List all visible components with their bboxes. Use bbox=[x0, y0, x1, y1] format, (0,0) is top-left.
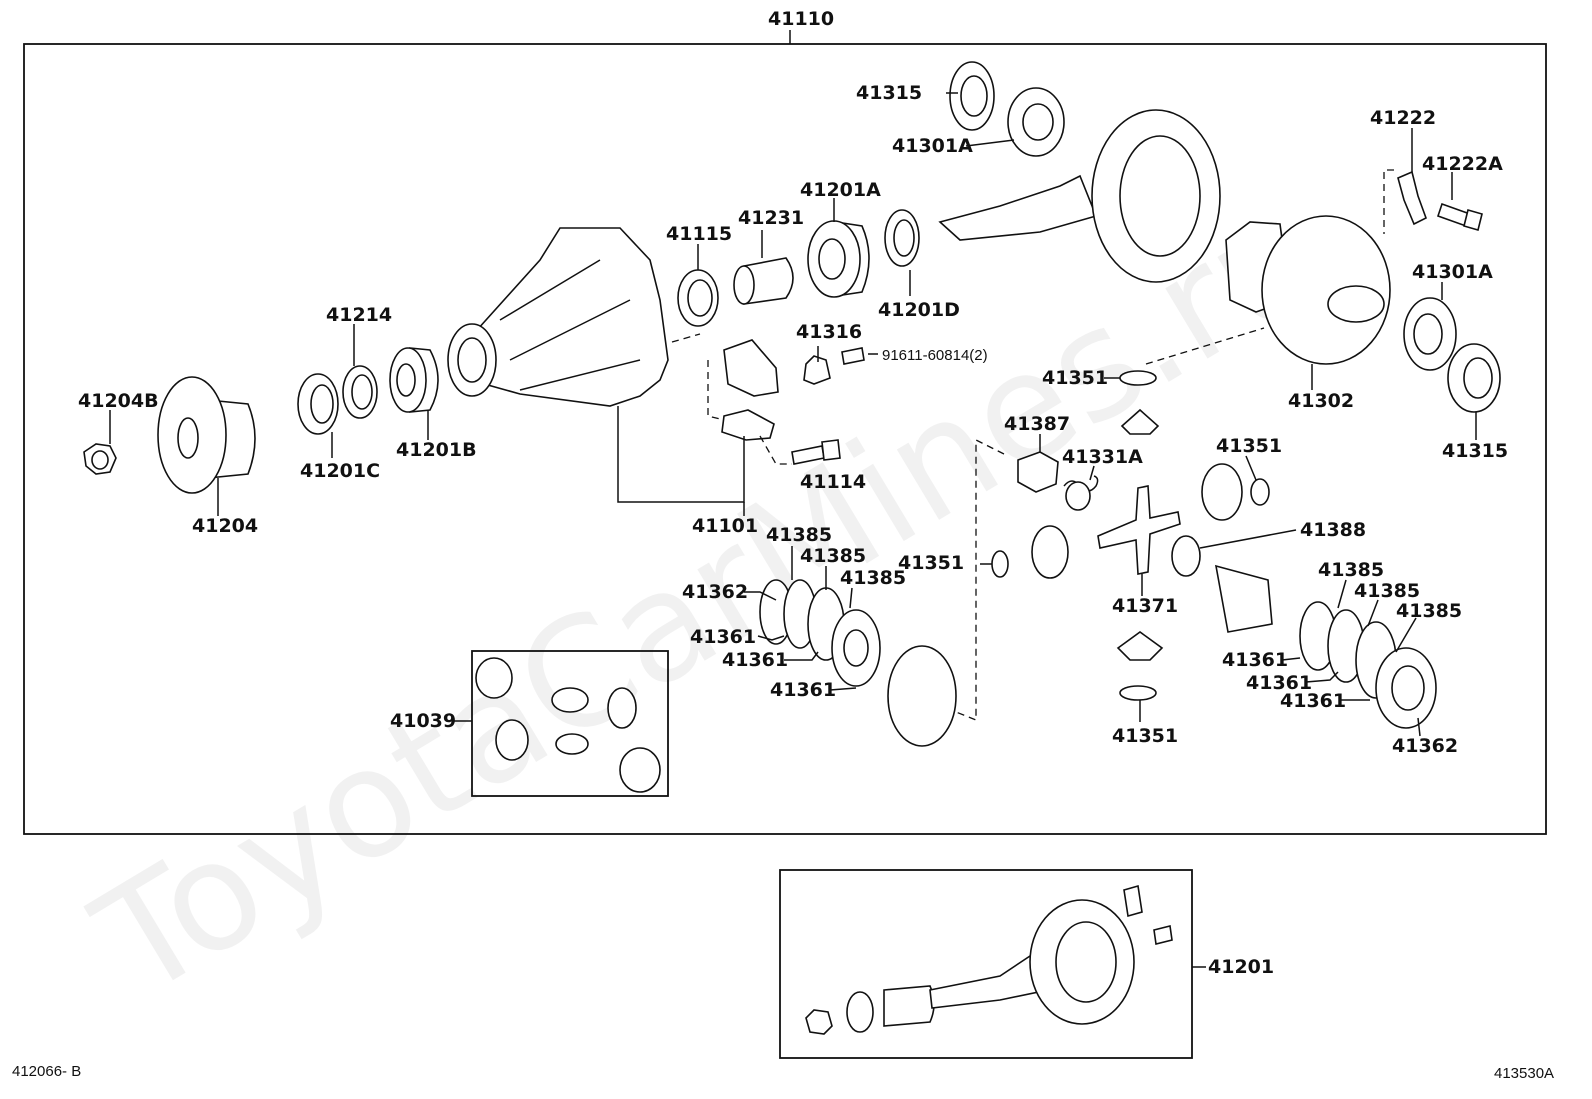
kit-gears-part bbox=[475, 657, 661, 793]
part-label[interactable]: 41385 bbox=[800, 545, 866, 567]
part-label[interactable]: 41385 bbox=[840, 567, 906, 589]
gear-set-drawing-part bbox=[805, 884, 1173, 1035]
part-label[interactable]: 41388 bbox=[1300, 519, 1366, 541]
spring-41331a-part bbox=[1063, 475, 1099, 511]
bearing-41315-right-part bbox=[1447, 343, 1501, 413]
part-label[interactable]: 41351 bbox=[1042, 367, 1108, 389]
corner-code-left: 412066- B bbox=[12, 1063, 81, 1080]
part-label[interactable]: 41361 bbox=[770, 679, 836, 701]
part-label[interactable]: 41301A bbox=[892, 135, 973, 157]
part-label[interactable]: 41301A bbox=[1412, 261, 1493, 283]
part-label[interactable]: 41302 bbox=[1288, 390, 1354, 412]
part-label[interactable]: 41361 bbox=[1246, 672, 1312, 694]
part-label[interactable]: 41385 bbox=[766, 524, 832, 546]
part-label[interactable]: 41351 bbox=[898, 552, 964, 574]
spacer-41231-part bbox=[733, 257, 794, 305]
part-label[interactable]: 41204 bbox=[192, 515, 258, 537]
part-label[interactable]: 41315 bbox=[856, 82, 922, 104]
part-label[interactable]: 41214 bbox=[326, 304, 392, 326]
part-label[interactable]: 41115 bbox=[666, 223, 732, 245]
leader-lines bbox=[109, 92, 1477, 737]
part-label[interactable]: 41361 bbox=[1222, 649, 1288, 671]
gear-set-frame bbox=[779, 869, 1193, 1059]
assembly-frame bbox=[23, 43, 1547, 835]
part-label[interactable]: 41362 bbox=[682, 581, 748, 603]
bearing-41315-top-part bbox=[949, 61, 995, 131]
bearing-41201b-part bbox=[389, 347, 439, 413]
pinion-shaft-41371-part bbox=[1031, 463, 1273, 633]
carrier-housing-41101-part bbox=[447, 227, 669, 407]
kit-label[interactable]: 41039 bbox=[390, 710, 456, 732]
washer-41351-parts bbox=[991, 370, 1270, 701]
plate-41387-part bbox=[1017, 451, 1059, 493]
corner-code-right: 413530A bbox=[1494, 1065, 1554, 1082]
bearing-41201a-part bbox=[807, 220, 870, 298]
seal-41115-part bbox=[677, 269, 719, 327]
bolt-41222a-part bbox=[1436, 202, 1483, 231]
gear-set-label[interactable]: 41201 bbox=[1208, 956, 1274, 978]
assembly-label[interactable]: 41110 bbox=[768, 8, 834, 30]
part-labels: 41315 41301A 41222 41222A 41231 41201A 4… bbox=[78, 82, 1508, 757]
part-label[interactable]: 41371 bbox=[1112, 595, 1178, 617]
part-label[interactable]: 41222A bbox=[1422, 153, 1503, 175]
part-label[interactable]: 41201A bbox=[800, 179, 881, 201]
part-label[interactable]: 41361 bbox=[722, 649, 788, 671]
diff-case-41302-part bbox=[1225, 215, 1391, 365]
part-label[interactable]: 41361 bbox=[1280, 690, 1346, 712]
part-label[interactable]: 41201D bbox=[878, 299, 960, 321]
clutch-plates-right-part bbox=[1299, 601, 1437, 729]
flange-41204-part bbox=[157, 376, 256, 494]
seal-41201c-part bbox=[297, 373, 339, 435]
dashed-lines bbox=[671, 169, 1394, 721]
part-label[interactable]: 41201C bbox=[300, 460, 380, 482]
part-label[interactable]: 41385 bbox=[1396, 600, 1462, 622]
part-label[interactable]: 41204B bbox=[78, 390, 159, 412]
part-label[interactable]: 41387 bbox=[1004, 413, 1070, 435]
part-label[interactable]: 41316 bbox=[796, 321, 862, 343]
part-label[interactable]: 41385 bbox=[1354, 580, 1420, 602]
part-label[interactable]: 91611-60814(2) bbox=[882, 347, 988, 364]
part-label[interactable]: 41315 bbox=[1442, 440, 1508, 462]
lock-41222-part bbox=[1397, 170, 1427, 226]
nut-41204b-part bbox=[83, 443, 117, 475]
lock-plate-41316-part bbox=[803, 347, 865, 385]
ring-41214-part bbox=[342, 365, 378, 419]
part-label[interactable]: 41114 bbox=[800, 471, 866, 493]
bearing-41301a-right-part bbox=[1403, 297, 1457, 371]
part-label[interactable]: 41351 bbox=[1112, 725, 1178, 747]
part-label[interactable]: 41201B bbox=[396, 439, 477, 461]
bolt-41114-part bbox=[791, 439, 841, 465]
bearing-caps-part bbox=[721, 339, 779, 441]
part-label[interactable]: 41351 bbox=[1216, 435, 1282, 457]
part-label[interactable]: 41362 bbox=[1392, 735, 1458, 757]
washer-41201d-part bbox=[884, 209, 920, 267]
part-label[interactable]: 41385 bbox=[1318, 559, 1384, 581]
kit-frame bbox=[471, 650, 669, 797]
ring-gear-pinion-part bbox=[938, 109, 1221, 283]
part-label[interactable]: 41231 bbox=[738, 207, 804, 229]
part-label[interactable]: 41222 bbox=[1370, 107, 1436, 129]
part-label[interactable]: 41101 bbox=[692, 515, 758, 537]
part-label[interactable]: 41361 bbox=[690, 626, 756, 648]
bearing-41301a-top-part bbox=[1007, 87, 1065, 157]
part-label[interactable]: 41331A bbox=[1062, 446, 1143, 468]
